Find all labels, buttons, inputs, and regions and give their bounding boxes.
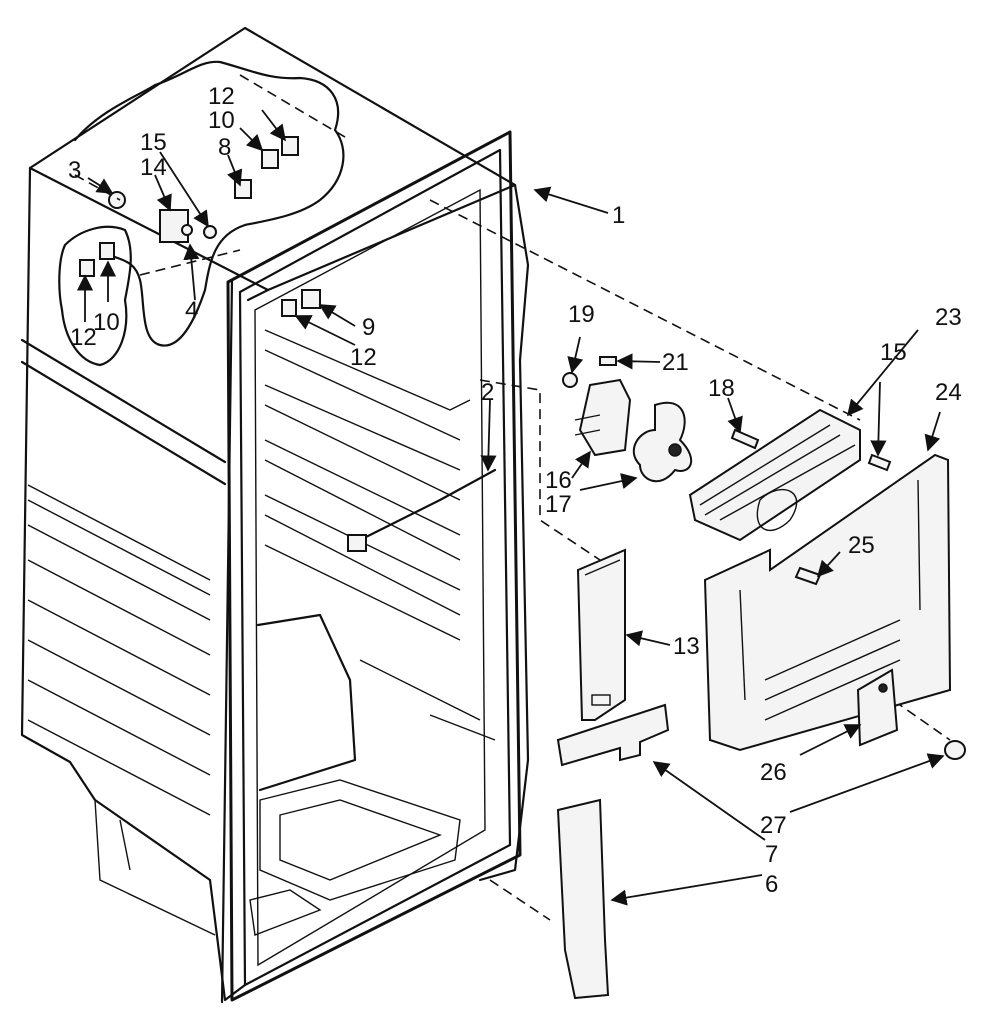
callout-9: 9	[362, 314, 375, 341]
callout-19: 19	[568, 301, 595, 328]
thermostat-clip	[347, 534, 367, 552]
callout-12-right: 12	[350, 344, 377, 371]
top-mount-parts	[79, 136, 497, 552]
screw-12-right	[281, 299, 297, 317]
callout-23: 23	[935, 304, 962, 331]
callout-21: 21	[662, 349, 689, 376]
callout-10-upper: 10	[208, 107, 235, 134]
clip-10-left	[99, 242, 115, 260]
callout-14: 14	[140, 154, 167, 181]
callout-1: 1	[612, 202, 625, 229]
cabinet-shell	[20, 26, 530, 1004]
callout-12-upper: 12	[208, 83, 235, 110]
grommet-19	[562, 372, 578, 388]
callout-3: 3	[68, 157, 81, 184]
callout-8: 8	[218, 134, 231, 161]
callout-2: 2	[481, 379, 494, 406]
callout-13: 13	[673, 633, 700, 660]
callout-7: 7	[765, 841, 778, 868]
liner-opening	[226, 130, 522, 1002]
panel-13	[576, 548, 626, 721]
fan-shroud-23	[688, 408, 861, 542]
clip-10-upper	[261, 149, 279, 169]
callout-arrows	[76, 109, 945, 906]
guide-lines	[74, 74, 951, 921]
callout-18: 18	[708, 375, 735, 402]
clip-9	[301, 289, 321, 309]
callout-4: 4	[185, 297, 198, 324]
button-27	[944, 740, 966, 760]
screw-12-upper	[281, 136, 299, 156]
callout-labels: 1 2 3 4 6 7 8 9 10 10 12 12 12 13 14 15 …	[68, 83, 962, 898]
thermostat-tube-2	[348, 468, 497, 547]
clip-8	[234, 179, 252, 199]
screw-4	[181, 224, 193, 236]
callout-27: 27	[760, 812, 787, 839]
callout-26: 26	[760, 759, 787, 786]
screw-15-left	[203, 225, 217, 239]
screw-12-left	[79, 259, 95, 277]
screw-21	[599, 356, 617, 366]
callout-15-left: 15	[140, 129, 167, 156]
panel-6	[556, 798, 610, 1000]
fan-motor-16	[578, 378, 632, 457]
callout-16: 16	[545, 467, 572, 494]
fan-blade-17	[632, 401, 693, 483]
callout-25: 25	[848, 532, 875, 559]
screw-15-right	[867, 453, 892, 472]
screw-25	[794, 566, 822, 586]
callout-17: 17	[545, 491, 572, 518]
callout-10-left: 10	[93, 309, 120, 336]
callout-12-left: 12	[70, 324, 97, 351]
callout-24: 24	[935, 379, 962, 406]
callout-15-right: 15	[880, 339, 907, 366]
screw-18	[730, 428, 760, 450]
bracket-7	[556, 703, 670, 767]
nut-3	[108, 191, 126, 209]
cutaway-top	[58, 60, 345, 367]
fan-motor-assembly	[562, 356, 760, 483]
callout-6: 6	[765, 871, 778, 898]
